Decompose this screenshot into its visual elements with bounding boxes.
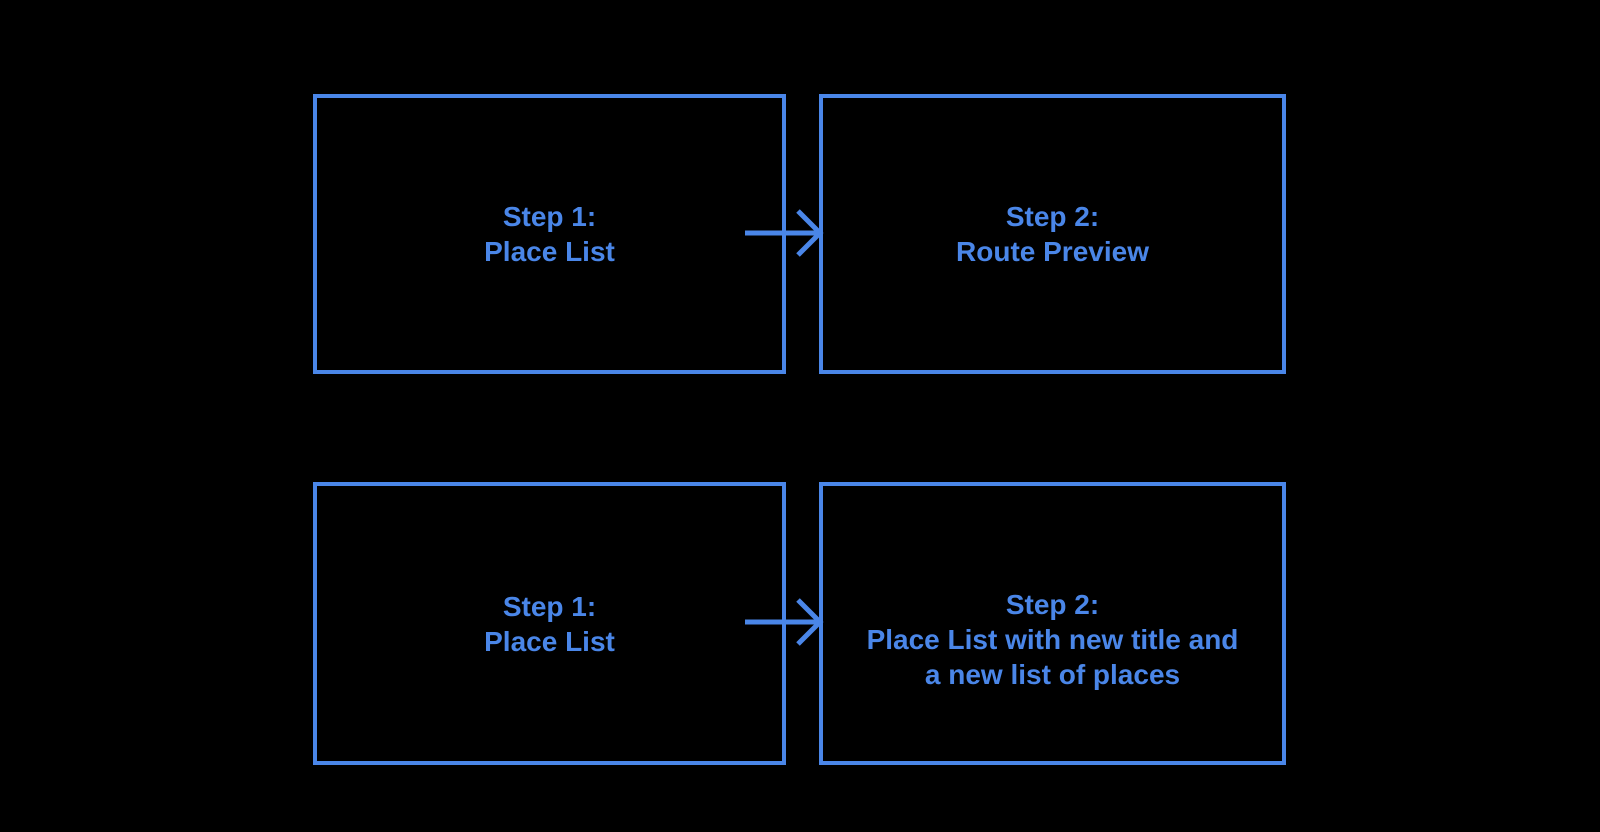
- label-line: Route Preview: [956, 236, 1149, 267]
- node-flow2-step2: Step 2: Place List with new title and a …: [819, 482, 1286, 765]
- node-flow2-step2-label: Step 2: Place List with new title and a …: [867, 587, 1239, 692]
- node-flow1-step2-label: Step 2: Route Preview: [956, 199, 1149, 269]
- label-line: Step 2:: [1005, 589, 1100, 620]
- label-line: Step 2:: [1005, 201, 1100, 232]
- label-line: Place List with new title and: [866, 624, 1239, 655]
- label-line: a new list of places: [924, 659, 1181, 690]
- label-line: Step 1:: [502, 590, 597, 622]
- node-flow1-step1-label: Step 1: Place List: [484, 199, 615, 269]
- node-flow1-step1: Step 1: Place List: [313, 94, 786, 374]
- node-flow1-step2: Step 2: Route Preview: [819, 94, 1286, 374]
- node-flow2-step1-label: Step 1: Place List: [484, 589, 615, 659]
- label-line: Step 1:: [502, 201, 597, 232]
- label-line: Place List: [484, 236, 615, 267]
- arrow-right-icon: [745, 209, 824, 257]
- label-line: Place List: [484, 625, 615, 657]
- arrow-right-icon: [745, 598, 824, 646]
- node-flow2-step1: Step 1: Place List: [313, 482, 786, 765]
